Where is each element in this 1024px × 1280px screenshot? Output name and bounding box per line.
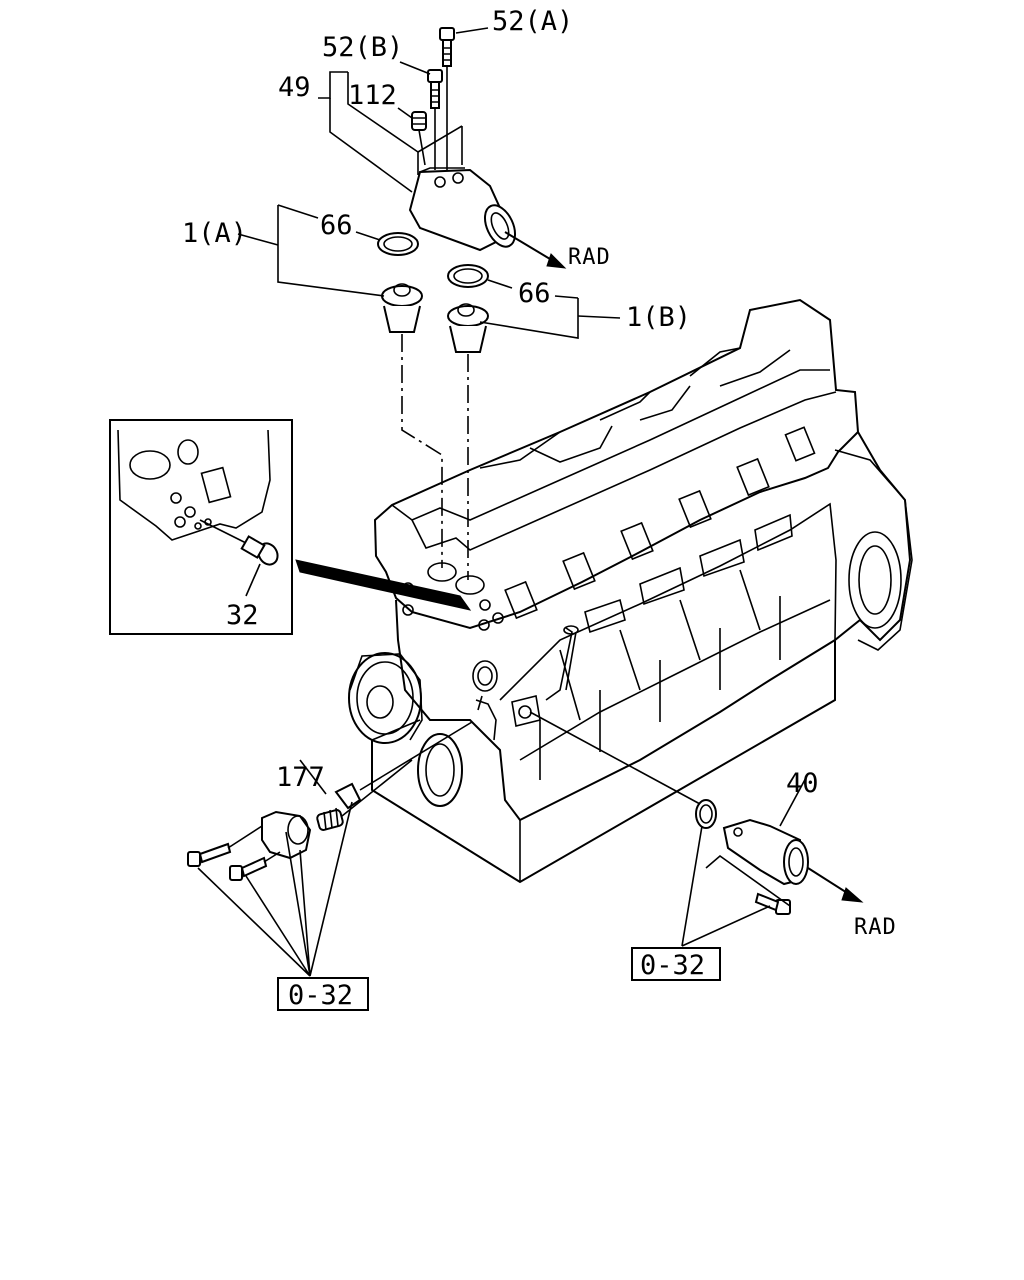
- engine-block: [348, 298, 913, 884]
- thermostat-1b: [447, 303, 489, 353]
- label-52a: 52(A): [492, 6, 573, 37]
- gasket-66-right: [447, 264, 489, 288]
- label-177: 177: [276, 762, 325, 793]
- label-49: 49: [278, 72, 311, 103]
- label-ref-right: 0-32: [640, 950, 705, 981]
- ref-box-right: [631, 947, 721, 981]
- label-112: 112: [348, 80, 397, 111]
- ref-box-left: [277, 977, 369, 1011]
- gasket-66-left: [377, 232, 419, 256]
- label-32: 32: [226, 600, 259, 631]
- leader-lines-top: [237, 27, 621, 339]
- sensor-32: [240, 535, 279, 566]
- label-1a: 1(A): [182, 218, 247, 249]
- oring-outlet: [695, 799, 717, 829]
- label-66-top: 66: [320, 210, 353, 241]
- bolt-outlet: [754, 892, 791, 915]
- part-177: [316, 807, 344, 831]
- plug-112: [411, 111, 427, 131]
- inset-pointer: [295, 559, 472, 611]
- thermostat-housing-49: [408, 167, 517, 252]
- inset-detail-32: [109, 419, 293, 635]
- label-40: 40: [786, 768, 819, 799]
- label-rad-bottom: RAD: [854, 915, 897, 940]
- label-66-right: 66: [518, 278, 551, 309]
- water-outlet-40: [722, 818, 809, 886]
- bolt-52b: [427, 69, 443, 109]
- bolt-52a: [439, 27, 455, 67]
- label-1b: 1(B): [626, 302, 691, 333]
- thermostat-1a: [381, 283, 423, 333]
- label-ref-left: 0-32: [288, 980, 353, 1011]
- label-rad-top: RAD: [568, 245, 611, 270]
- bolt-left-2: [229, 856, 268, 881]
- label-52b: 52(B): [322, 32, 403, 63]
- bolt-left-1: [187, 842, 232, 867]
